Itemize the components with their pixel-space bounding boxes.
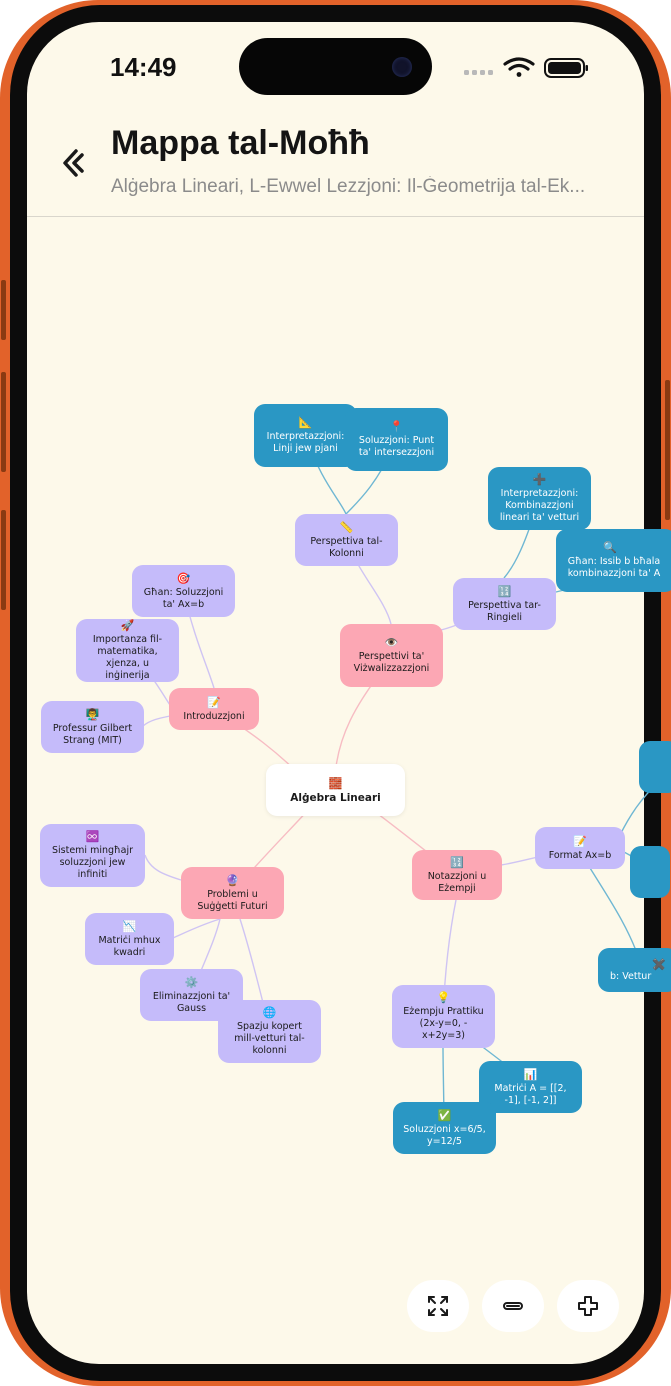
mindmap-node-row-perspective[interactable]: 🔢 Perspettiva tar-Ringieli [453,578,556,630]
mindmap-node-example-matrix[interactable]: 📊 Matriċi A = [[2, -1], [-1, 2]] [479,1061,582,1113]
bar-chart-icon: 📊 [523,1067,538,1081]
mindmap-node-column-perspective[interactable]: 📏 Perspettiva tal-Kolonni [295,514,398,566]
eye-icon: 👁️ [384,636,399,649]
numbers-icon: 🔢 [497,584,512,598]
memo-icon: 📝 [573,834,587,848]
node-label: Introduzzjoni [183,710,245,722]
mindmap-node-b-vector[interactable]: ✖️ b: Vettur [598,948,671,992]
fit-screen-icon [428,1296,448,1316]
target-icon: 🎯 [176,571,191,585]
node-label: Sistemi mingħajr soluzzjoni jew infiniti [51,845,133,880]
mindmap-node-offscreen-a[interactable] [639,741,671,793]
node-label: Matriċi A = [[2, -1], [-1, 2]] [494,1082,567,1106]
checkmark-icon: ✅ [437,1108,452,1122]
power-button [665,380,670,520]
node-label: Alġebra Lineari [290,791,381,804]
memo-icon: 📝 [207,695,221,709]
chevron-left-icon [63,149,84,177]
node-label: Perspettiva tar-Ringieli [468,599,541,623]
node-label: Problemi u Suġġetti Futuri [197,888,268,912]
infinity-icon: ♾️ [85,830,100,843]
volume-up-button [1,372,6,472]
mindmap-node-infinite-solutions[interactable]: ♾️ Sistemi mingħajr soluzzjoni jew infin… [40,824,145,887]
mindmap-node-root[interactable]: 🧱 Alġebra Lineari [266,764,405,816]
mindmap-node-example[interactable]: 💡 Eżempju Prattiku (2x-y=0, -x+2y=3) [392,985,495,1048]
header-divider [27,216,644,217]
node-label: Perspettiva tal-Kolonni [310,535,383,559]
chart-down-icon: 📉 [122,919,137,933]
mindmap-node-non-square[interactable]: 📉 Matriċi mhux kwadri [85,913,174,965]
dynamic-island [239,38,432,95]
node-label: Importanza fil-matematika, xjenza, u inġ… [92,634,163,681]
triangle-ruler-icon: 📐 [298,416,313,429]
mindmap-node-intro[interactable]: 📝 Introduzzjoni [169,688,259,730]
node-label: Format Ax=b [548,849,612,861]
teacher-icon: 👨‍🏫 [85,707,100,721]
mindmap-node-format[interactable]: 📝 Format Ax=b [535,827,625,869]
node-label: Perspettivi ta' Viżwalizzazzjoni [353,651,430,674]
node-label: Soluzzjoni: Punt ta' intersezzjoni [358,435,435,458]
node-label: Eliminazzjoni ta' Gauss [152,990,231,1014]
bricks-icon: 🧱 [328,776,343,790]
mindmap-node-row-interpretation[interactable]: ➕ Interpretazzjoni: Kombinazzjoni linear… [488,467,591,530]
node-label: Interpretazzjoni: Kombinazzjoni lineari … [499,488,580,523]
page-title: Mappa tal-Moħħ [111,124,370,162]
numbers-icon: 🔢 [450,855,464,869]
battery-icon [544,58,588,78]
mindmap-node-intro-importance[interactable]: 🚀 Importanza fil-matematika, xjenza, u i… [76,619,179,682]
app-screen [27,22,644,1364]
mindmap-node-intro-goal[interactable]: 🎯 Għan: Soluzzjoni ta' Ax=b [132,565,235,617]
rocket-icon: 🚀 [120,619,135,632]
wifi-icon [503,57,535,77]
node-label: Interpretazzjoni: Linji jew pjani [266,431,345,454]
collapse-icon [503,1302,523,1310]
node-label: b: Vettur [610,970,652,982]
mindmap-node-row-goal[interactable]: 🔍 Għan: Issib b bħala kombinazzjoni ta' … [556,529,671,592]
node-label: Spazju kopert mill-vetturi tal-kolonni [234,1021,305,1056]
mindmap-node-column-solution[interactable]: 📍 Soluzzjoni: Punt ta' intersezzjoni [345,408,448,471]
status-icons [464,57,589,79]
expand-icon [578,1296,598,1316]
expand-all-button[interactable] [557,1280,619,1332]
node-label: Notazzjoni u Eżempji [427,870,487,894]
globe-icon: 🌐 [262,1006,277,1019]
mindmap-node-problems[interactable]: 🔮 Problemi u Suġġetti Futuri [181,867,284,919]
mindmap-node-offscreen-b[interactable] [630,846,670,898]
node-label: Għan: Soluzzjoni ta' Ax=b [143,586,224,610]
node-label: Matriċi mhux kwadri [98,934,161,958]
node-label: Għan: Issib b bħala kombinazzjoni ta' A [567,556,661,579]
crystal-ball-icon: 🔮 [225,873,240,887]
mindmap-node-notation[interactable]: 🔢 Notazzjoni u Eżempji [412,850,502,900]
ruler-icon: 📏 [339,520,354,534]
pin-icon: 📍 [389,420,404,433]
status-time: 14:49 [110,52,177,82]
collapse-all-button[interactable] [482,1280,544,1332]
camera-icon [392,57,412,77]
mindmap-node-visualization[interactable]: 👁️ Perspettivi ta' Viżwalizzazzjoni [340,624,443,687]
node-label: Eżempju Prattiku (2x-y=0, -x+2y=3) [403,1006,484,1041]
fit-screen-button[interactable] [407,1280,469,1332]
plus-icon: ➕ [532,473,547,486]
gear-icon: ⚙️ [184,975,199,989]
cellular-signal-icon [464,70,493,75]
magnifier-icon: 🔍 [603,541,617,554]
volume-down-button [1,510,6,610]
mindmap-node-intro-professor[interactable]: 👨‍🏫 Professur Gilbert Strang (MIT) [41,701,144,753]
side-button [1,280,6,340]
mindmap-node-column-space[interactable]: 🌐 Spazju kopert mill-vetturi tal-kolonni [218,1000,321,1063]
back-button[interactable] [56,144,92,182]
mindmap-node-example-solution[interactable]: ✅ Soluzzjoni x=6/5, y=12/5 [393,1102,496,1154]
lightbulb-icon: 💡 [436,991,451,1004]
mindmap-node-column-interpretation[interactable]: 📐 Interpretazzjoni: Linji jew pjani [254,404,357,467]
node-label: Soluzzjoni x=6/5, y=12/5 [403,1123,486,1147]
node-label: Professur Gilbert Strang (MIT) [52,722,133,746]
multiply-icon: ✖️ [652,957,666,971]
